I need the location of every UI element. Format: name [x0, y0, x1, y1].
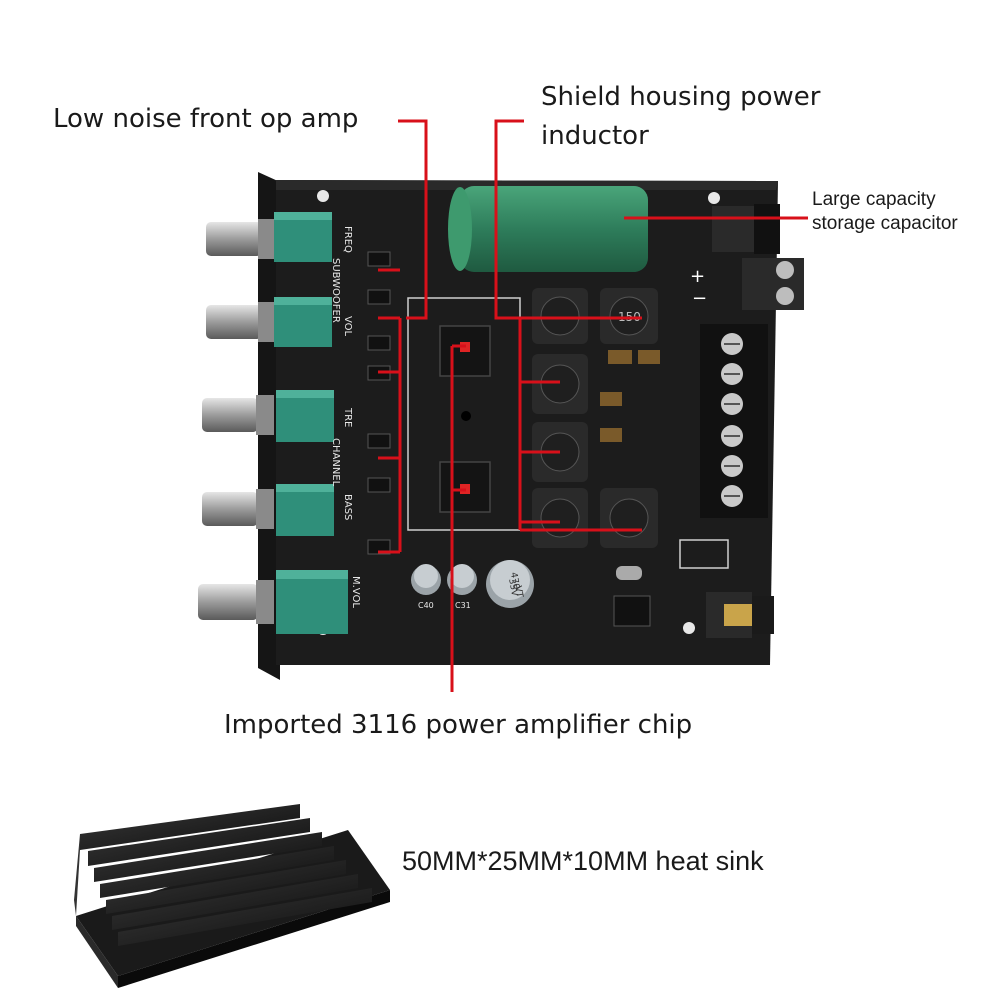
knob-master-vol — [198, 570, 348, 634]
knob-bass — [202, 484, 334, 536]
silk-label-channel: CHANNEL — [330, 438, 341, 487]
op-amp-chips — [367, 251, 391, 555]
mounting-hole — [317, 190, 329, 202]
power-minus-sign: − — [692, 288, 707, 309]
cap-text-470: 470 — [508, 571, 521, 590]
silk-label-vol: VOL — [342, 316, 353, 337]
silk-label-tre: TRE — [342, 407, 353, 427]
audio-jack — [706, 592, 774, 638]
knob-freq — [206, 212, 332, 262]
callout-lines — [378, 119, 808, 692]
amplifier-board: FREQ SUBWOOFER VOL TRE CHANNEL BASS M.VO… — [198, 172, 804, 680]
silk-label-mvol: M.VOL — [350, 576, 361, 608]
storage-capacitor — [448, 186, 648, 272]
callout-capacitor-line2: storage capacitor — [812, 213, 958, 234]
cap-label-c40: C40 — [418, 601, 434, 610]
crystal — [616, 566, 642, 580]
smd-components — [600, 350, 660, 442]
mounting-hole — [708, 192, 720, 204]
speaker-terminal-block — [700, 324, 768, 518]
cap-label-c31: C31 — [455, 601, 471, 610]
cap-text-vt: VT — [512, 585, 524, 599]
callout-inductor-line2: inductor — [541, 121, 649, 151]
shielded-inductors: 150 — [532, 288, 658, 548]
callout-inductor-line1: Shield housing power — [541, 82, 821, 112]
silk-label-bass: BASS — [342, 494, 353, 520]
callout-op-amp: Low noise front op amp — [53, 104, 359, 134]
bt-chip — [613, 595, 651, 627]
bt-antenna — [679, 539, 729, 569]
mounting-hole — [683, 622, 695, 634]
knob-subwoofer-vol — [206, 297, 332, 347]
cap-text-35v: 35V — [506, 578, 519, 598]
callout-line-inductor — [494, 119, 524, 320]
silk-label-freq: FREQ — [342, 226, 353, 253]
silk-label-subwoofer: SUBWOOFER — [330, 258, 341, 323]
callout-line-op-amp — [398, 119, 428, 320]
heat-sink — [74, 804, 390, 988]
knob-tre — [202, 390, 334, 442]
dc-power-jack — [712, 204, 780, 254]
power-plus-sign: + — [690, 266, 705, 287]
power-terminal: + − — [690, 258, 804, 310]
callout-chip: Imported 3116 power amplifier chip — [224, 710, 693, 740]
callout-capacitor-line1: Large capacity — [812, 189, 936, 210]
callout-heat-sink: 50MM*25MM*10MM heat sink — [402, 846, 764, 876]
power-amp-chip-bottom — [439, 461, 491, 513]
small-capacitors: C40 C31 470 35V VT — [411, 560, 534, 610]
